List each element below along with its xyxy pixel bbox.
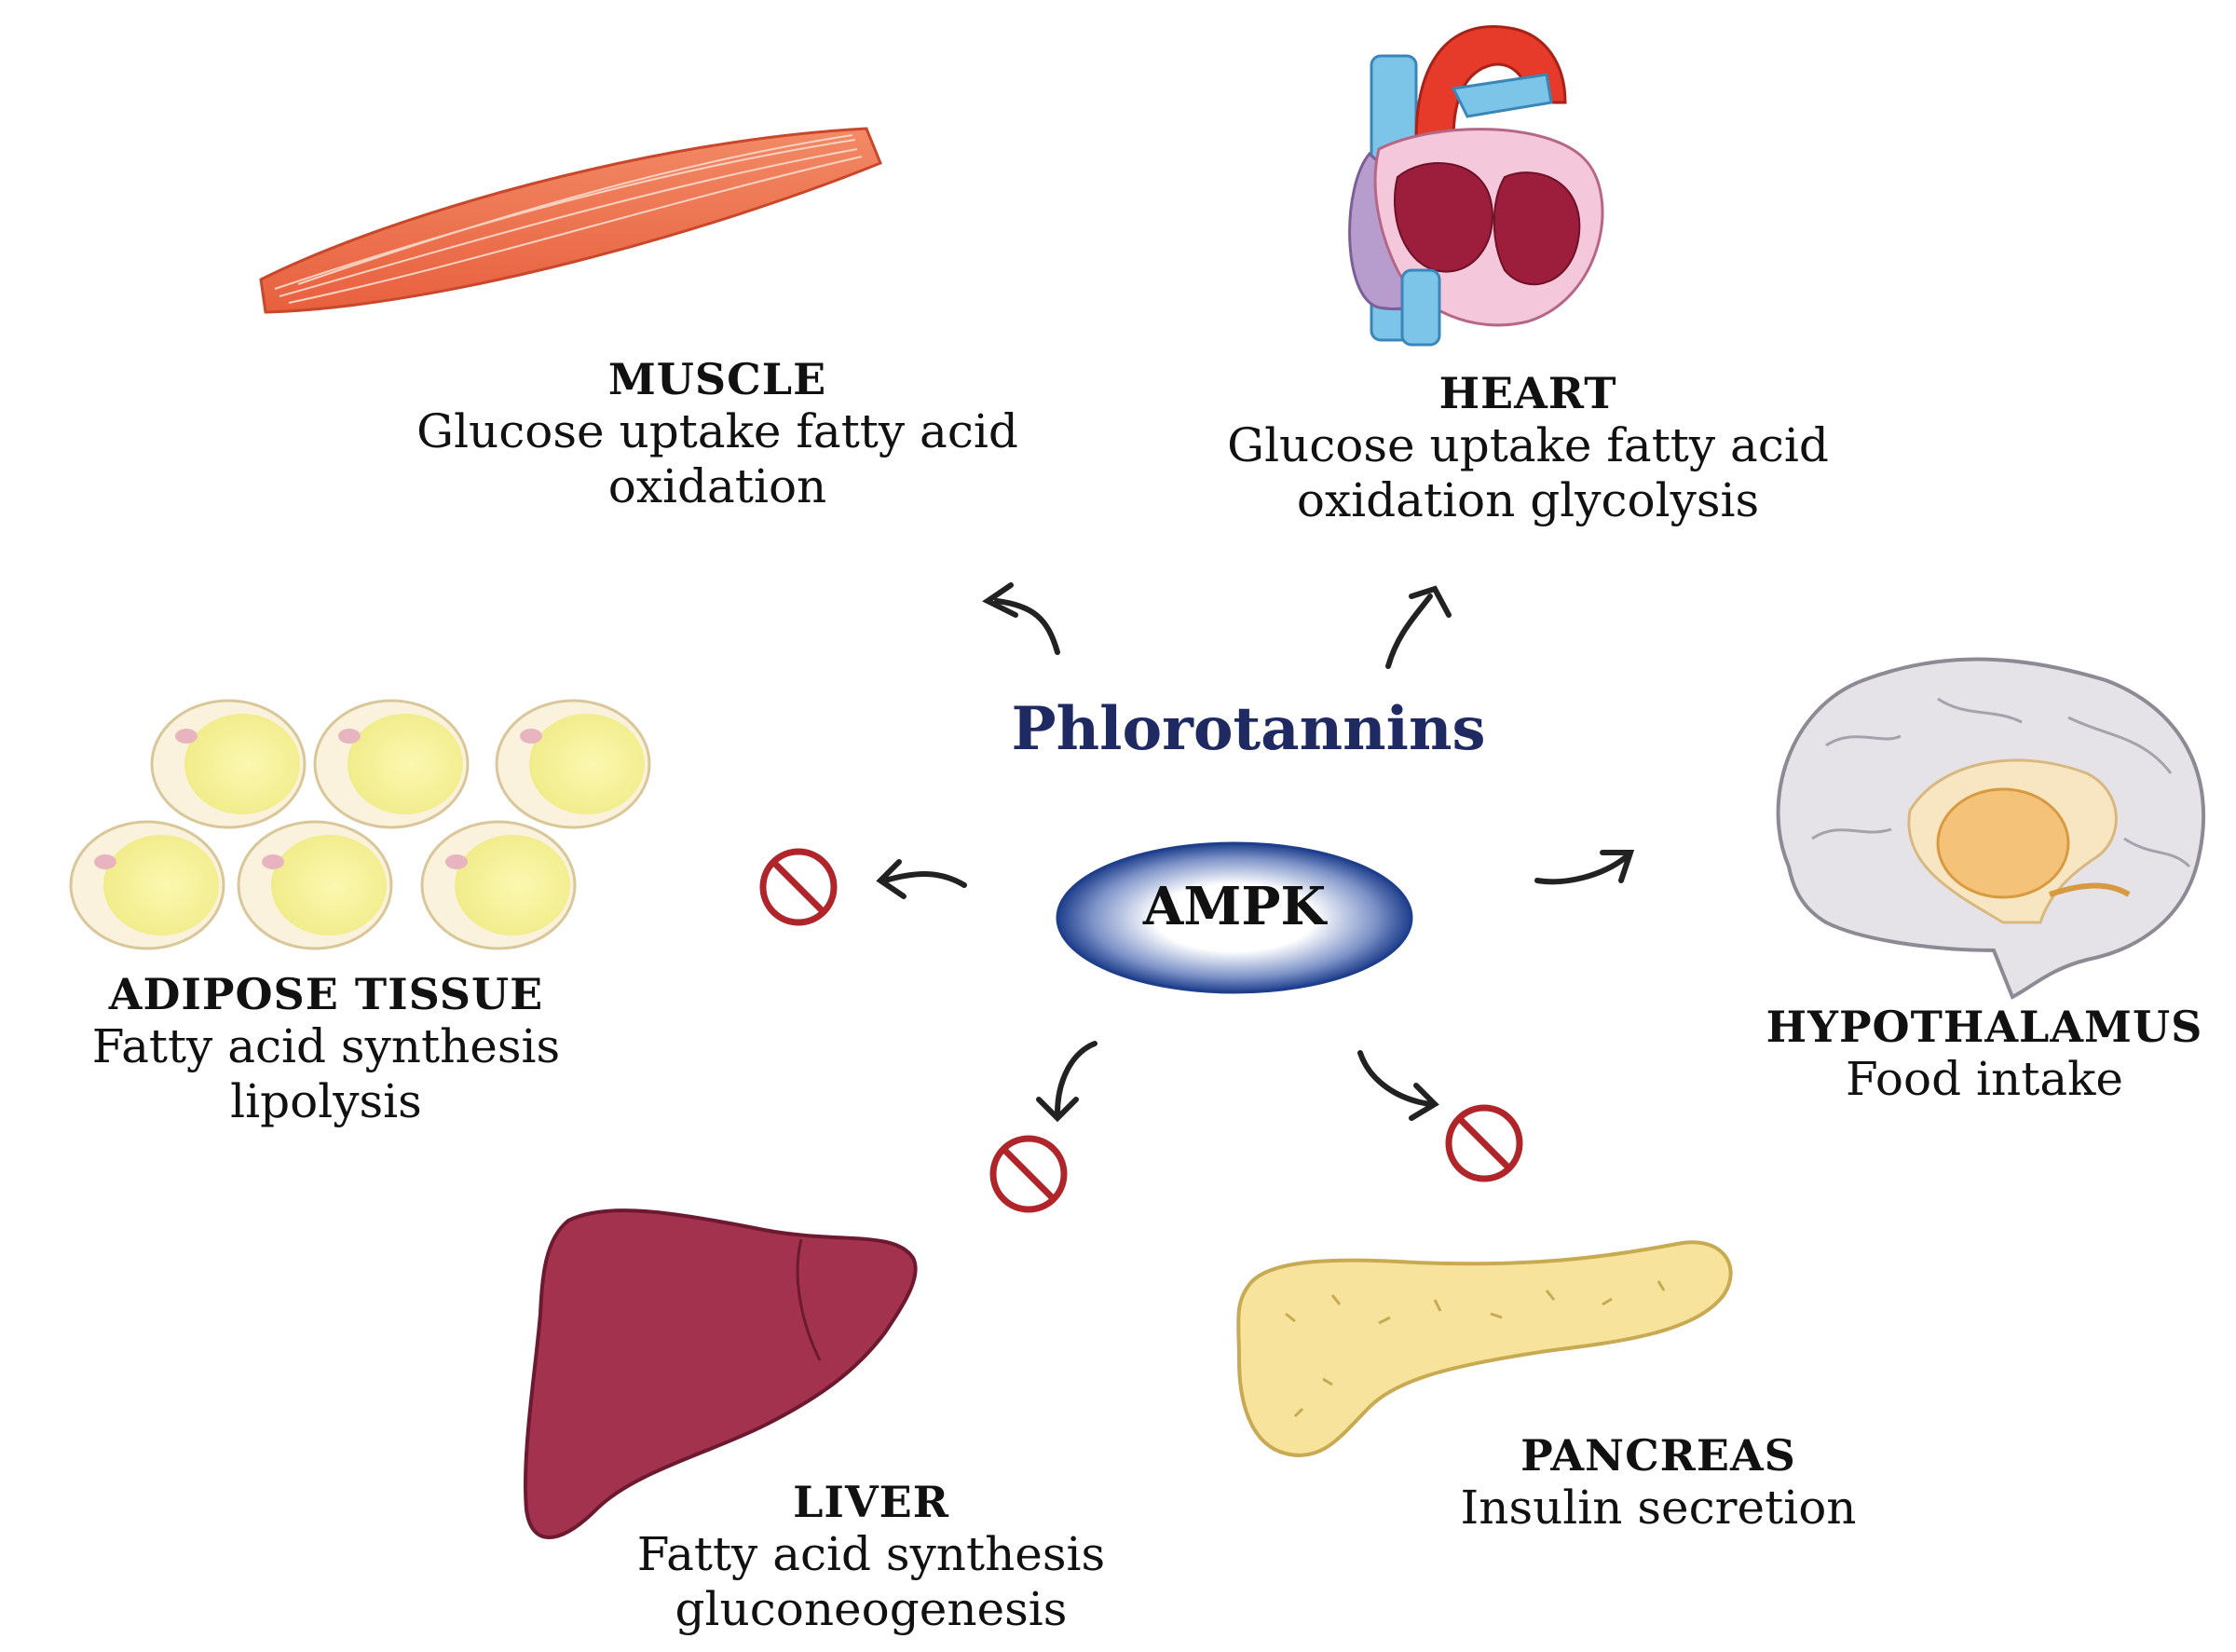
- adipose-cell: [69, 820, 225, 950]
- arrows: [876, 582, 1635, 1123]
- adipose-desc-line1: Fatty acid synthesis lipolysis: [91, 1019, 561, 1129]
- heart-illustration: [1348, 25, 1604, 347]
- arrow-to-muscle: [994, 598, 1060, 655]
- heart-title: HEART: [1438, 368, 1617, 418]
- ampk-ellipse: [1056, 841, 1413, 994]
- adipose-cell: [237, 820, 393, 950]
- adipose-cell: [313, 699, 470, 829]
- arrow-to-heart-head: [1409, 585, 1452, 618]
- arrow-to-adipose: [882, 871, 967, 888]
- arrow-to-muscle-head: [982, 582, 1018, 618]
- heart-desc-line1: Glucose uptake fatty acid: [1227, 418, 1829, 473]
- ampk-label: AMPK: [1142, 876, 1327, 937]
- pancreas-illustration: [1236, 1240, 1733, 1457]
- liver-desc-line1: Fatty acid synthesis: [636, 1527, 1106, 1582]
- arrow-to-pancreas: [1357, 1050, 1433, 1107]
- pancreas-desc-line1: Insulin secretion: [1460, 1481, 1857, 1536]
- arrow-to-hypothalamus: [1534, 854, 1629, 885]
- pancreas-label: PANCREAS Insulin secretion: [1425, 1430, 1891, 1536]
- brain-illustration: [1776, 657, 2206, 1000]
- heart-label: HEART Glucose uptake fatty acid oxidatio…: [1202, 368, 1854, 528]
- arrow-to-heart: [1385, 594, 1433, 669]
- muscle-title: MUSCLE: [607, 354, 827, 404]
- liver-illustration: [523, 1208, 918, 1539]
- muscle-illustration: [259, 127, 882, 314]
- adipose-cell: [495, 699, 651, 829]
- liver-title: LIVER: [793, 1477, 949, 1527]
- arrow-to-hypothalamus-head: [1600, 850, 1635, 883]
- inhibit-icon: [1445, 1104, 1523, 1182]
- muscle-desc-line1: Glucose uptake fatty acid: [416, 404, 1018, 459]
- arrow-to-liver: [1055, 1041, 1098, 1116]
- liver-label: LIVER Fatty acid synthesis gluconeogenes…: [596, 1477, 1146, 1637]
- adipose-label: ADIPOSE TISSUE Fatty acid synthesis lipo…: [0, 969, 652, 1129]
- arrow-to-pancreas-head: [1409, 1083, 1439, 1121]
- pancreas-title: PANCREAS: [1520, 1430, 1796, 1481]
- adipose-cell: [420, 820, 577, 950]
- compound-label: Phlorotannins: [1011, 694, 1486, 764]
- inhibit-icon: [759, 848, 838, 926]
- arrow-to-adipose-head: [876, 859, 907, 899]
- heart-desc-line2: oxidation glycolysis: [1296, 473, 1760, 528]
- muscle-label: MUSCLE Glucose uptake fatty acid oxidati…: [391, 354, 1043, 514]
- hypothalamus-title: HYPOTHALAMUS: [1766, 1002, 2203, 1052]
- hypothalamus-label: HYPOTHALAMUS Food intake: [1705, 1002, 2236, 1107]
- adipose-cells-illustration: [69, 699, 651, 950]
- adipose-title: ADIPOSE TISSUE: [108, 969, 544, 1019]
- hypothalamus-desc-line1: Food intake: [1845, 1052, 2124, 1107]
- adipose-cell: [150, 699, 307, 829]
- liver-desc-line2: gluconeogenesis: [675, 1582, 1068, 1637]
- inhibit-icon: [989, 1135, 1068, 1213]
- muscle-desc-line2: oxidation: [607, 459, 827, 514]
- arrow-to-liver-head: [1036, 1097, 1079, 1123]
